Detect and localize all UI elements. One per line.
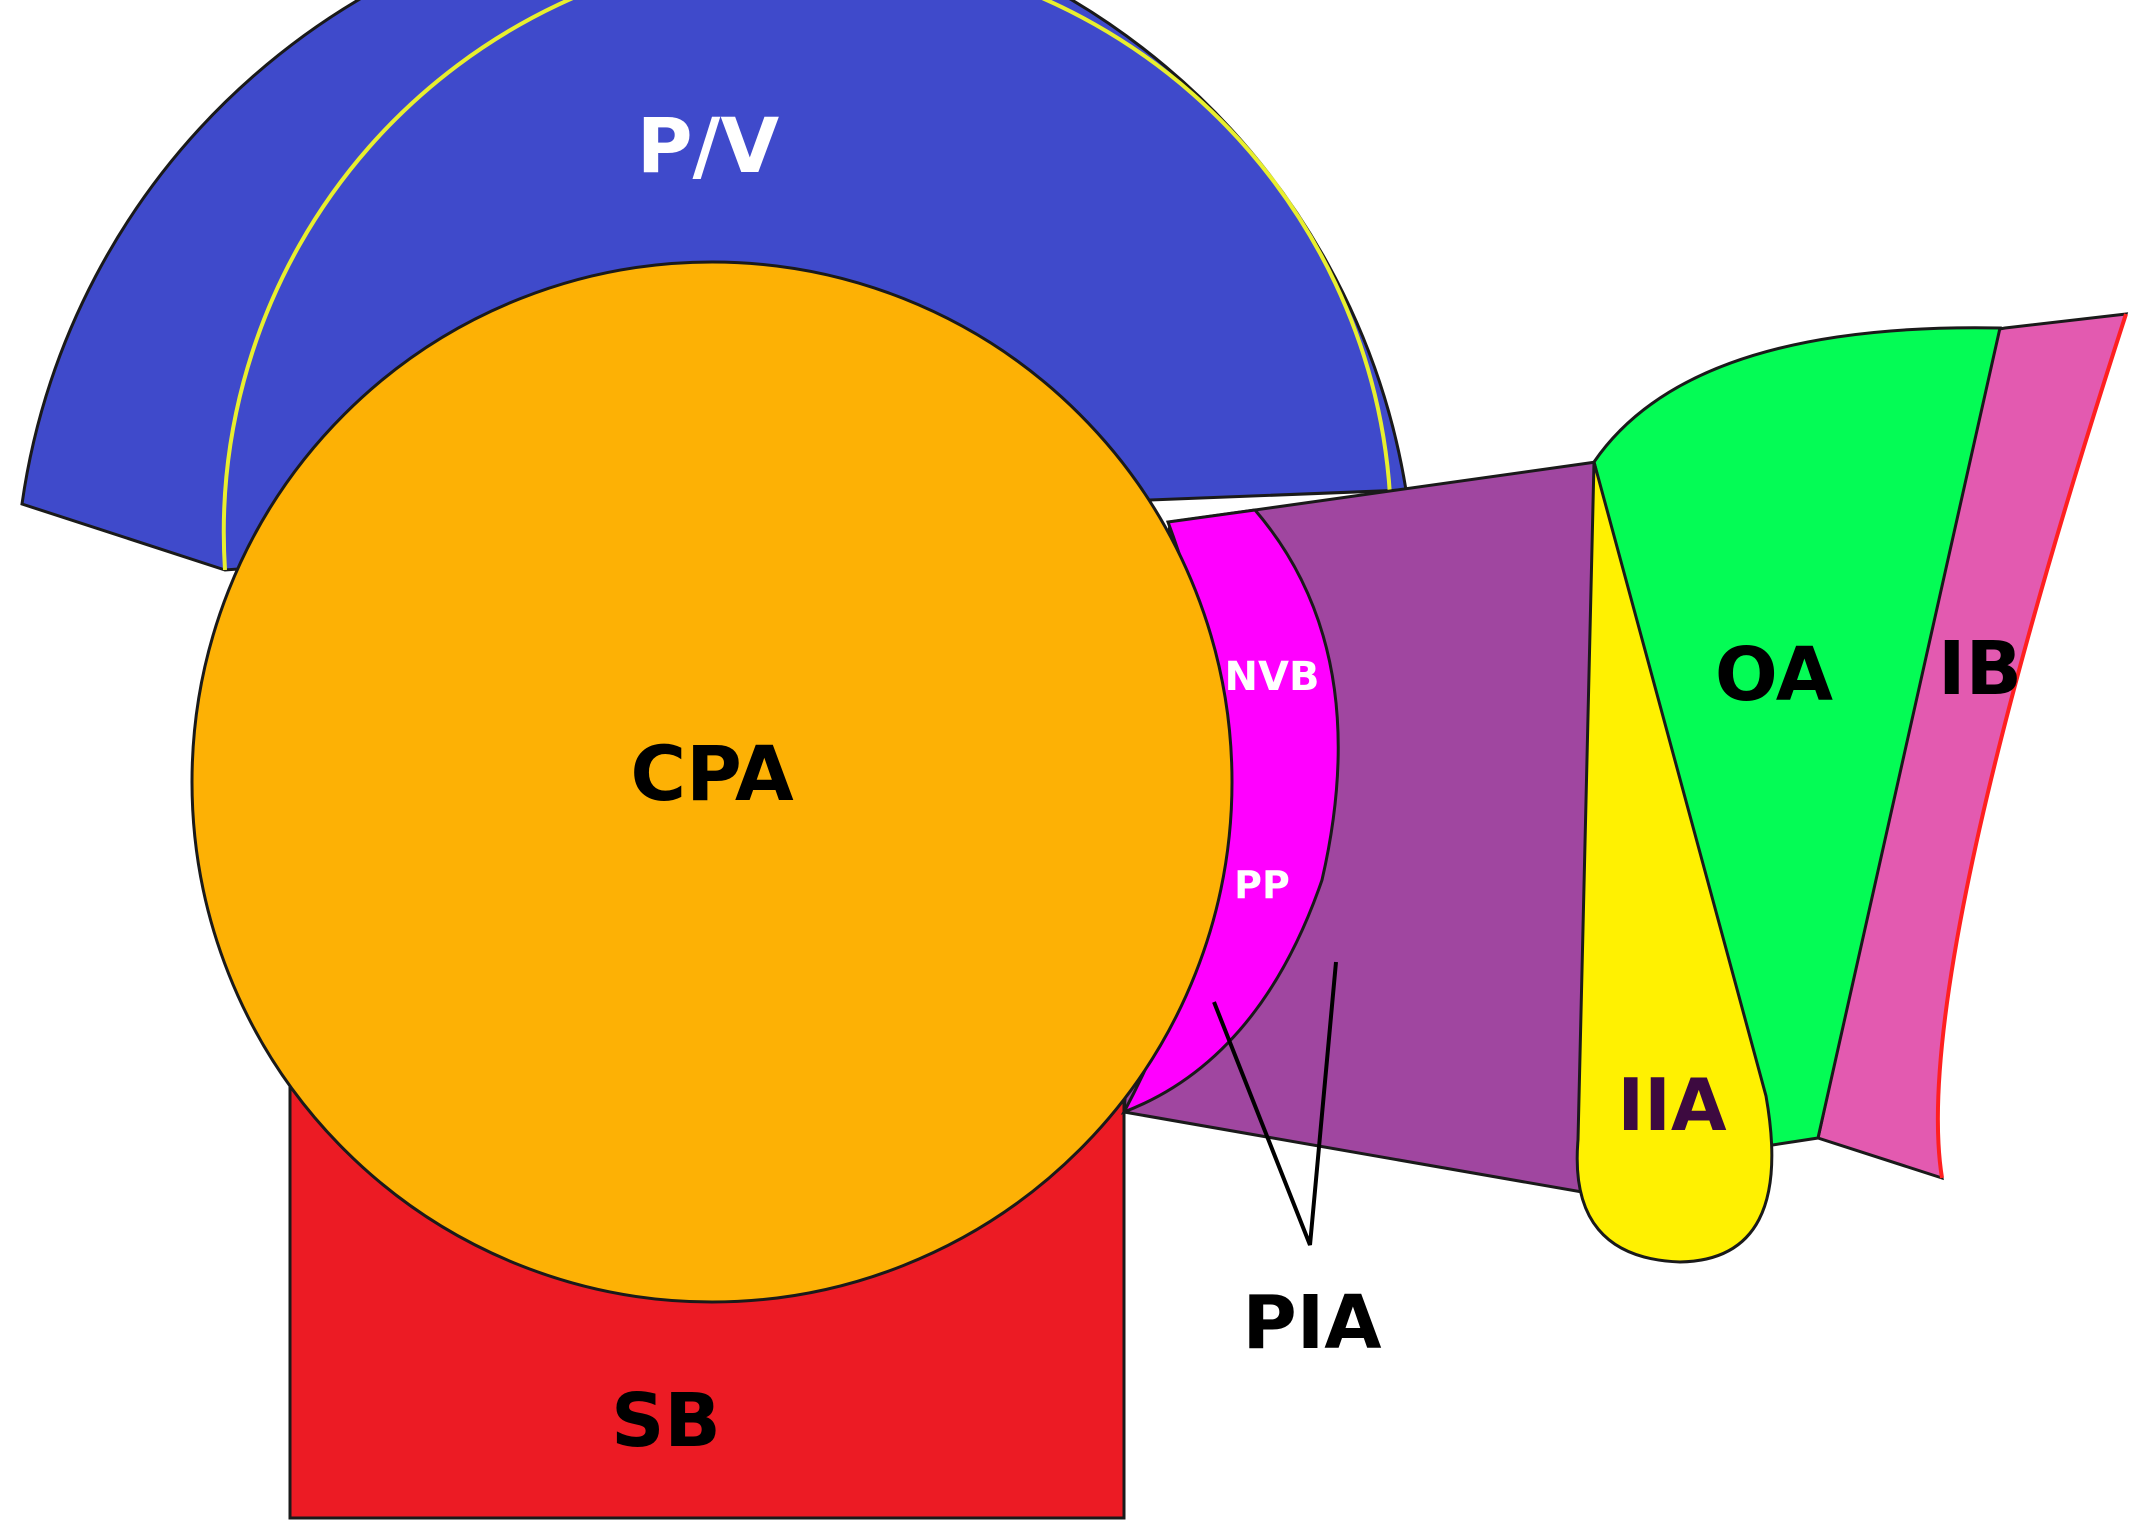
- label-oa: OA: [1715, 632, 1833, 718]
- iia-region: [1575, 461, 1774, 1264]
- label-cpa: CPA: [630, 729, 794, 818]
- label-pia: PIA: [1242, 1280, 1381, 1366]
- cpa-region: [190, 260, 1234, 1304]
- label-iia: IIA: [1617, 1063, 1727, 1147]
- pv-inner-edge: [221, 0, 1392, 571]
- pia-pointer-lines: [1212, 961, 1338, 1246]
- ib-edge: [1935, 313, 2128, 1179]
- label-pp: PP: [1234, 863, 1290, 907]
- oa-region: [1592, 326, 2002, 1148]
- label-sb: SB: [611, 1378, 721, 1464]
- label-pv: P/V: [637, 101, 779, 190]
- label-nvb: NVB: [1225, 654, 1320, 700]
- label-ib: IB: [1938, 626, 2022, 712]
